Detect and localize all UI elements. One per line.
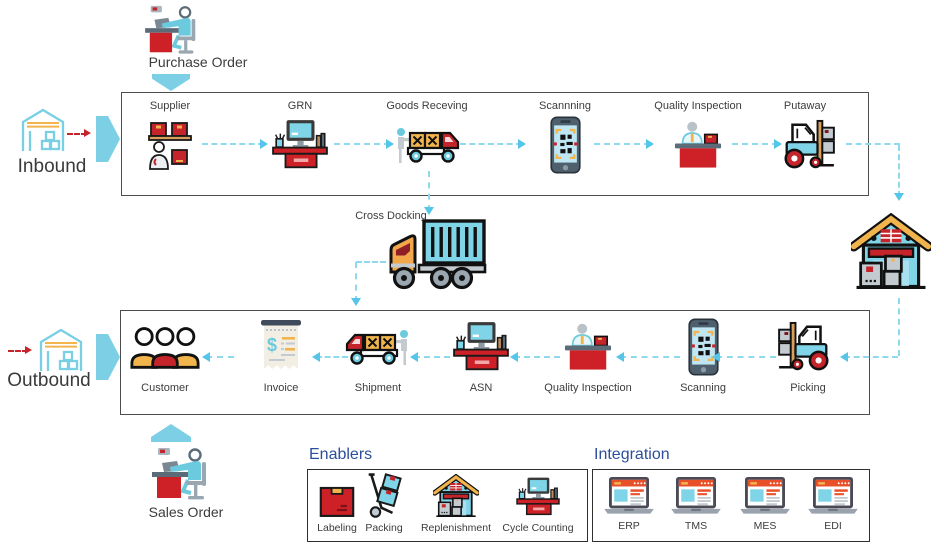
flow-arrow bbox=[202, 351, 234, 362]
flow-arrow bbox=[460, 138, 526, 149]
sales-order-label: Sales Order bbox=[148, 504, 224, 520]
flow-arrow bbox=[410, 351, 450, 362]
step-customer: Customer bbox=[113, 316, 217, 395]
step-shipment: Shipment bbox=[326, 316, 430, 395]
inbound-red-arrow bbox=[67, 129, 91, 137]
step-label: Quality Inspection bbox=[544, 382, 632, 394]
enabler-labeling: Labeling bbox=[310, 474, 364, 535]
labeling-box-icon bbox=[319, 485, 355, 518]
sales-order-desk-icon bbox=[149, 446, 215, 502]
step-label: Customer bbox=[141, 382, 189, 394]
asn-computer-icon bbox=[452, 316, 510, 378]
shipment-truck-icon bbox=[345, 316, 411, 378]
step-invoice: Invoice bbox=[229, 316, 333, 395]
flow-arrow bbox=[510, 351, 560, 362]
step-label: Goods Receving bbox=[386, 100, 468, 112]
integration-edi: EDI bbox=[804, 476, 862, 533]
step-label: Quality Inspection bbox=[654, 100, 742, 112]
step-supplier: Supplier bbox=[118, 100, 222, 173]
enabler-replenishment: Replenishment bbox=[413, 474, 499, 535]
step-grn: GRN bbox=[248, 100, 352, 173]
enabler-packing: Packing bbox=[356, 474, 412, 535]
flow-arrow-down bbox=[423, 171, 434, 215]
outbound-warehouse-icon bbox=[38, 327, 84, 373]
step-scanning-outbound: Scanning bbox=[651, 316, 755, 395]
customer-people-icon bbox=[130, 316, 200, 378]
step-label: Picking bbox=[790, 382, 826, 394]
inbound-entry-arrow bbox=[96, 116, 120, 162]
chevron-down-arrow bbox=[152, 74, 190, 91]
flow-arrow bbox=[202, 138, 268, 149]
quality-inspection-desk-icon bbox=[673, 117, 723, 173]
inbound-warehouse-icon bbox=[20, 107, 66, 153]
step-scanning-inbound: Scannning bbox=[513, 100, 617, 173]
packing-trolley-icon bbox=[364, 472, 404, 518]
enabler-label: Packing bbox=[365, 522, 403, 534]
replenishment-warehouse-icon bbox=[433, 474, 479, 518]
outbound-red-arrow bbox=[8, 346, 32, 354]
enabler-cycle-counting: Cycle Counting bbox=[496, 474, 580, 535]
step-label: Putaway bbox=[783, 100, 827, 112]
picking-forklift-icon bbox=[778, 316, 838, 378]
step-label: Shipment bbox=[354, 382, 402, 394]
step-asn: ASN bbox=[429, 316, 533, 395]
quality-inspection-desk-icon bbox=[563, 316, 613, 378]
flow-arrow bbox=[712, 351, 776, 362]
flow-line bbox=[356, 261, 386, 263]
supplier-shelf-icon bbox=[147, 117, 193, 173]
storage-warehouse-icon bbox=[851, 213, 931, 291]
step-quality-inspection-inbound: Quality Inspection bbox=[646, 100, 750, 173]
scanning-phone-icon bbox=[550, 117, 581, 173]
integration-tms: TMS bbox=[667, 476, 725, 533]
step-picking: Picking bbox=[756, 316, 860, 395]
cross-docking-label: Cross Docking bbox=[355, 210, 427, 222]
step-putaway: Putaway bbox=[753, 100, 857, 173]
grn-computer-icon bbox=[271, 117, 329, 173]
flow-line bbox=[898, 298, 900, 356]
step-label: Supplier bbox=[149, 100, 191, 112]
integration-label: TMS bbox=[684, 520, 708, 532]
goods-receiving-truck-icon bbox=[394, 117, 460, 173]
erp-laptop-icon bbox=[602, 476, 656, 516]
integration-erp: ERP bbox=[600, 476, 658, 533]
edi-laptop-icon bbox=[806, 476, 860, 516]
flow-arrow bbox=[312, 351, 348, 362]
cycle-counting-computer-icon bbox=[515, 476, 561, 518]
integration-title: Integration bbox=[594, 446, 670, 463]
flow-line bbox=[846, 143, 900, 145]
enabler-label: Cycle Counting bbox=[502, 522, 574, 534]
step-label: Scannning bbox=[539, 100, 591, 112]
inbound-label: Inbound bbox=[17, 156, 87, 177]
enablers-title: Enablers bbox=[309, 446, 373, 463]
integration-label: EDI bbox=[824, 520, 842, 532]
flow-arrow bbox=[840, 351, 898, 362]
step-label: Invoice bbox=[263, 382, 299, 394]
purchase-order-desk-icon bbox=[140, 4, 206, 56]
integration-label: MES bbox=[753, 520, 777, 532]
step-label: Scanning bbox=[680, 382, 726, 394]
flow-arrow-down bbox=[350, 262, 361, 306]
step-label: GRN bbox=[287, 100, 313, 112]
flow-arrow bbox=[334, 138, 394, 149]
enabler-label: Labeling bbox=[317, 522, 357, 534]
cross-docking-truck-icon bbox=[386, 218, 490, 292]
step-goods-receiving: Goods Receving bbox=[375, 100, 479, 173]
integration-mes: MES bbox=[736, 476, 794, 533]
outbound-label: Outbound bbox=[7, 370, 91, 391]
mes-laptop-icon bbox=[738, 476, 792, 516]
scanning-phone-icon bbox=[688, 316, 719, 378]
flow-arrow bbox=[616, 351, 680, 362]
tms-laptop-icon bbox=[669, 476, 723, 516]
step-label: ASN bbox=[469, 382, 493, 394]
flow-arrow bbox=[732, 138, 782, 149]
invoice-icon bbox=[259, 316, 303, 378]
purchase-order-label: Purchase Order bbox=[148, 54, 248, 70]
step-quality-inspection-outbound: Quality Inspection bbox=[536, 316, 640, 395]
chevron-up-arrow bbox=[151, 424, 191, 442]
enabler-label: Replenishment bbox=[420, 522, 492, 534]
flow-arrow bbox=[594, 138, 654, 149]
flow-arrow-down bbox=[893, 145, 904, 201]
integration-label: ERP bbox=[618, 520, 640, 532]
